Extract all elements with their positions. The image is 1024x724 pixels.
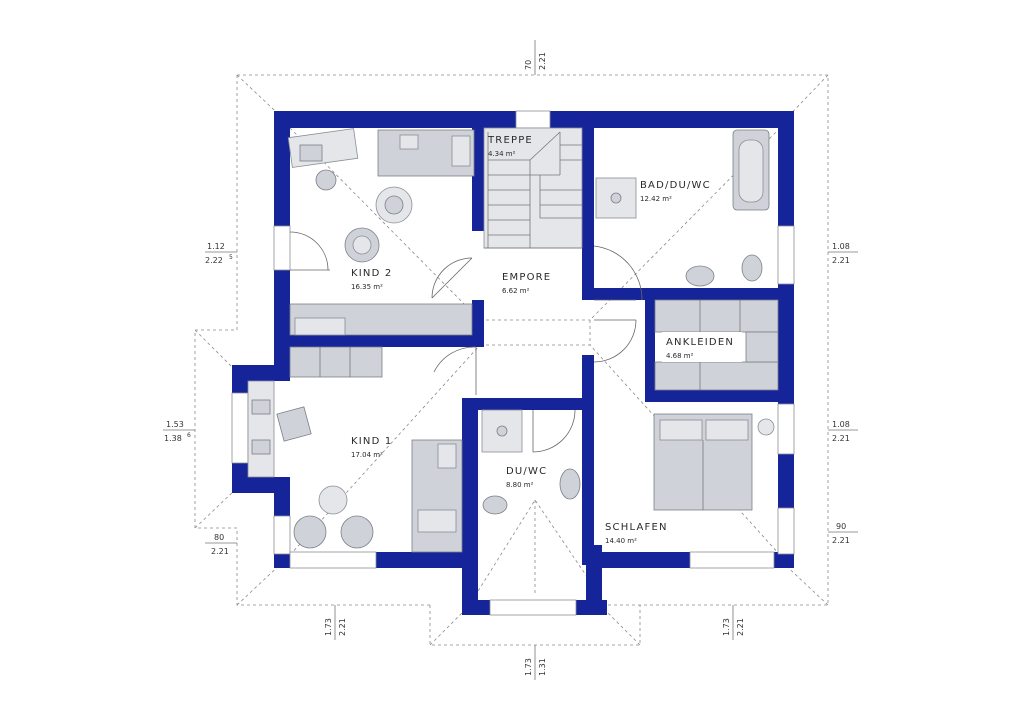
svg-text:TREPPE: TREPPE [487,135,533,146]
windows [231,110,795,616]
svg-text:2.21: 2.21 [832,434,850,443]
svg-text:2.21: 2.21 [832,256,850,265]
svg-text:16.35 m²: 16.35 m² [351,283,383,291]
furniture-duwc [481,409,581,515]
dimension-right-low: 90 2.21 [828,522,858,545]
svg-text:DU/WC: DU/WC [506,466,547,477]
dimension-top: 70 2.21 [524,40,547,75]
furniture-kind1 [247,346,463,553]
svg-text:KIND 1: KIND 1 [351,436,392,447]
svg-text:1.31: 1.31 [538,658,547,676]
room-label-duwc: DU/WC 8.80 m² [506,466,547,489]
svg-text:1.73: 1.73 [324,618,333,636]
dimension-left-upper: 1.12 2.22 5 [205,242,237,265]
room-label-kind2: KIND 2 16.35 m² [351,268,392,291]
roof-outline [194,74,829,646]
room-label-ankleiden: ANKLEIDEN 4.68 m² [662,332,742,362]
doors [289,231,643,453]
furniture-bad [595,129,770,287]
stairs [483,127,583,249]
svg-text:1.08: 1.08 [832,242,850,251]
room-label-schlafen: SCHLAFEN 14.40 m² [605,522,668,545]
svg-text:2.21: 2.21 [832,536,850,545]
svg-text:4.34 m²: 4.34 m² [488,150,516,158]
walls [232,111,794,615]
svg-text:4.68 m²: 4.68 m² [666,352,694,360]
svg-text:8.80 m²: 8.80 m² [506,481,534,489]
svg-text:1.73: 1.73 [722,618,731,636]
svg-text:70: 70 [524,60,533,70]
furniture-kind2 [287,128,475,336]
dimension-bottom-right: 1.73 2.21 [722,605,745,640]
svg-text:1.08: 1.08 [832,420,850,429]
svg-text:2.21: 2.21 [736,618,745,636]
svg-text:5: 5 [229,254,233,261]
room-label-empore: EMPORE 6.62 m² [502,272,551,295]
svg-text:1.38: 1.38 [164,434,182,443]
svg-text:12.42 m²: 12.42 m² [640,195,672,203]
dimension-bottom-left: 1.73 2.21 [324,605,347,640]
room-label-treppe: TREPPE 4.34 m² [487,135,533,158]
room-label-bad: BAD/DU/WC 12.42 m² [640,180,711,203]
svg-text:14.40 m²: 14.40 m² [605,537,637,545]
room-label-kind1: KIND 1 17.04 m² [351,436,392,459]
dimension-bottom-center: 1.73 1.31 [524,645,547,680]
svg-text:2.21: 2.21 [338,618,347,636]
svg-text:17.04 m²: 17.04 m² [351,451,383,459]
dimension-left-low: 80 2.21 [205,533,237,556]
svg-text:KIND 2: KIND 2 [351,268,392,279]
dimension-right-mid: 1.08 2.21 [828,420,858,443]
svg-text:90: 90 [836,522,846,531]
dimension-left-mid: 1.53 1.38 6 [163,420,195,443]
svg-text:6.62 m²: 6.62 m² [502,287,530,295]
svg-text:2.22: 2.22 [205,256,223,265]
svg-text:1.73: 1.73 [524,658,533,676]
svg-text:BAD/DU/WC: BAD/DU/WC [640,180,711,191]
svg-text:EMPORE: EMPORE [502,272,551,283]
furniture-schlafen [653,413,775,511]
svg-text:ANKLEIDEN: ANKLEIDEN [666,337,734,348]
furniture-ankleiden [654,299,779,391]
svg-text:6: 6 [187,432,191,439]
svg-text:2.21: 2.21 [538,52,547,70]
svg-text:1.53: 1.53 [166,420,184,429]
svg-text:2.21: 2.21 [211,547,229,556]
svg-text:SCHLAFEN: SCHLAFEN [605,522,668,533]
dimension-right-upper: 1.08 2.21 [828,242,858,265]
svg-text:1.12: 1.12 [207,242,225,251]
svg-text:80: 80 [214,533,224,542]
